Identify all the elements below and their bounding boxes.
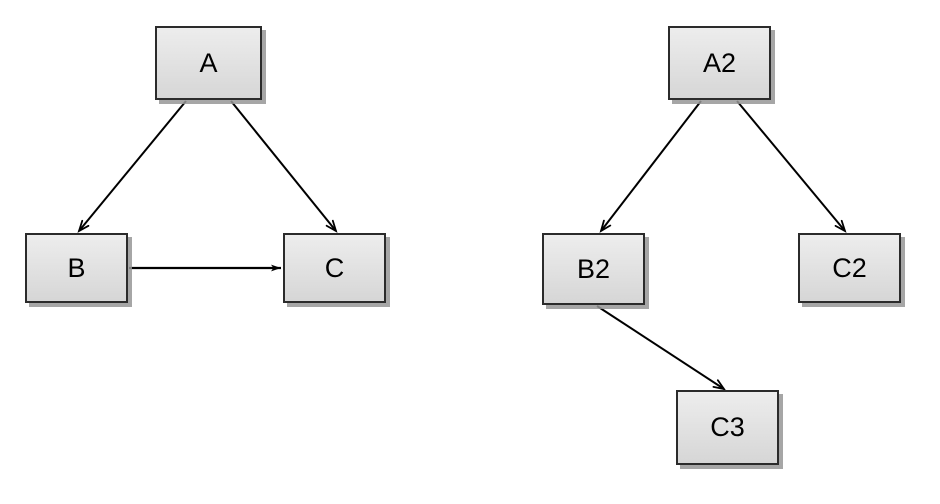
edge-a-to-c [230,100,338,233]
node-b-label: B [67,252,86,283]
node-a[interactable]: A [155,26,262,100]
node-c2-label: C2 [832,252,867,283]
node-b2[interactable]: B2 [542,233,645,305]
edge-a2-to-b2 [599,100,702,233]
node-c3[interactable]: C3 [676,390,779,465]
node-c-label: C [324,252,345,283]
node-c3-label: C3 [710,412,745,442]
node-c[interactable]: C [283,233,386,303]
node-b[interactable]: B [25,233,128,303]
node-b2-label: B2 [576,253,611,284]
edge-b2-to-c3 [596,305,727,391]
node-a-label: A [199,47,218,78]
node-a2[interactable]: A2 [668,26,771,100]
edge-a-to-b [77,100,187,233]
node-c2[interactable]: C2 [798,233,901,303]
node-a2-label: A2 [702,47,737,78]
edge-a2-to-c2 [736,100,847,233]
